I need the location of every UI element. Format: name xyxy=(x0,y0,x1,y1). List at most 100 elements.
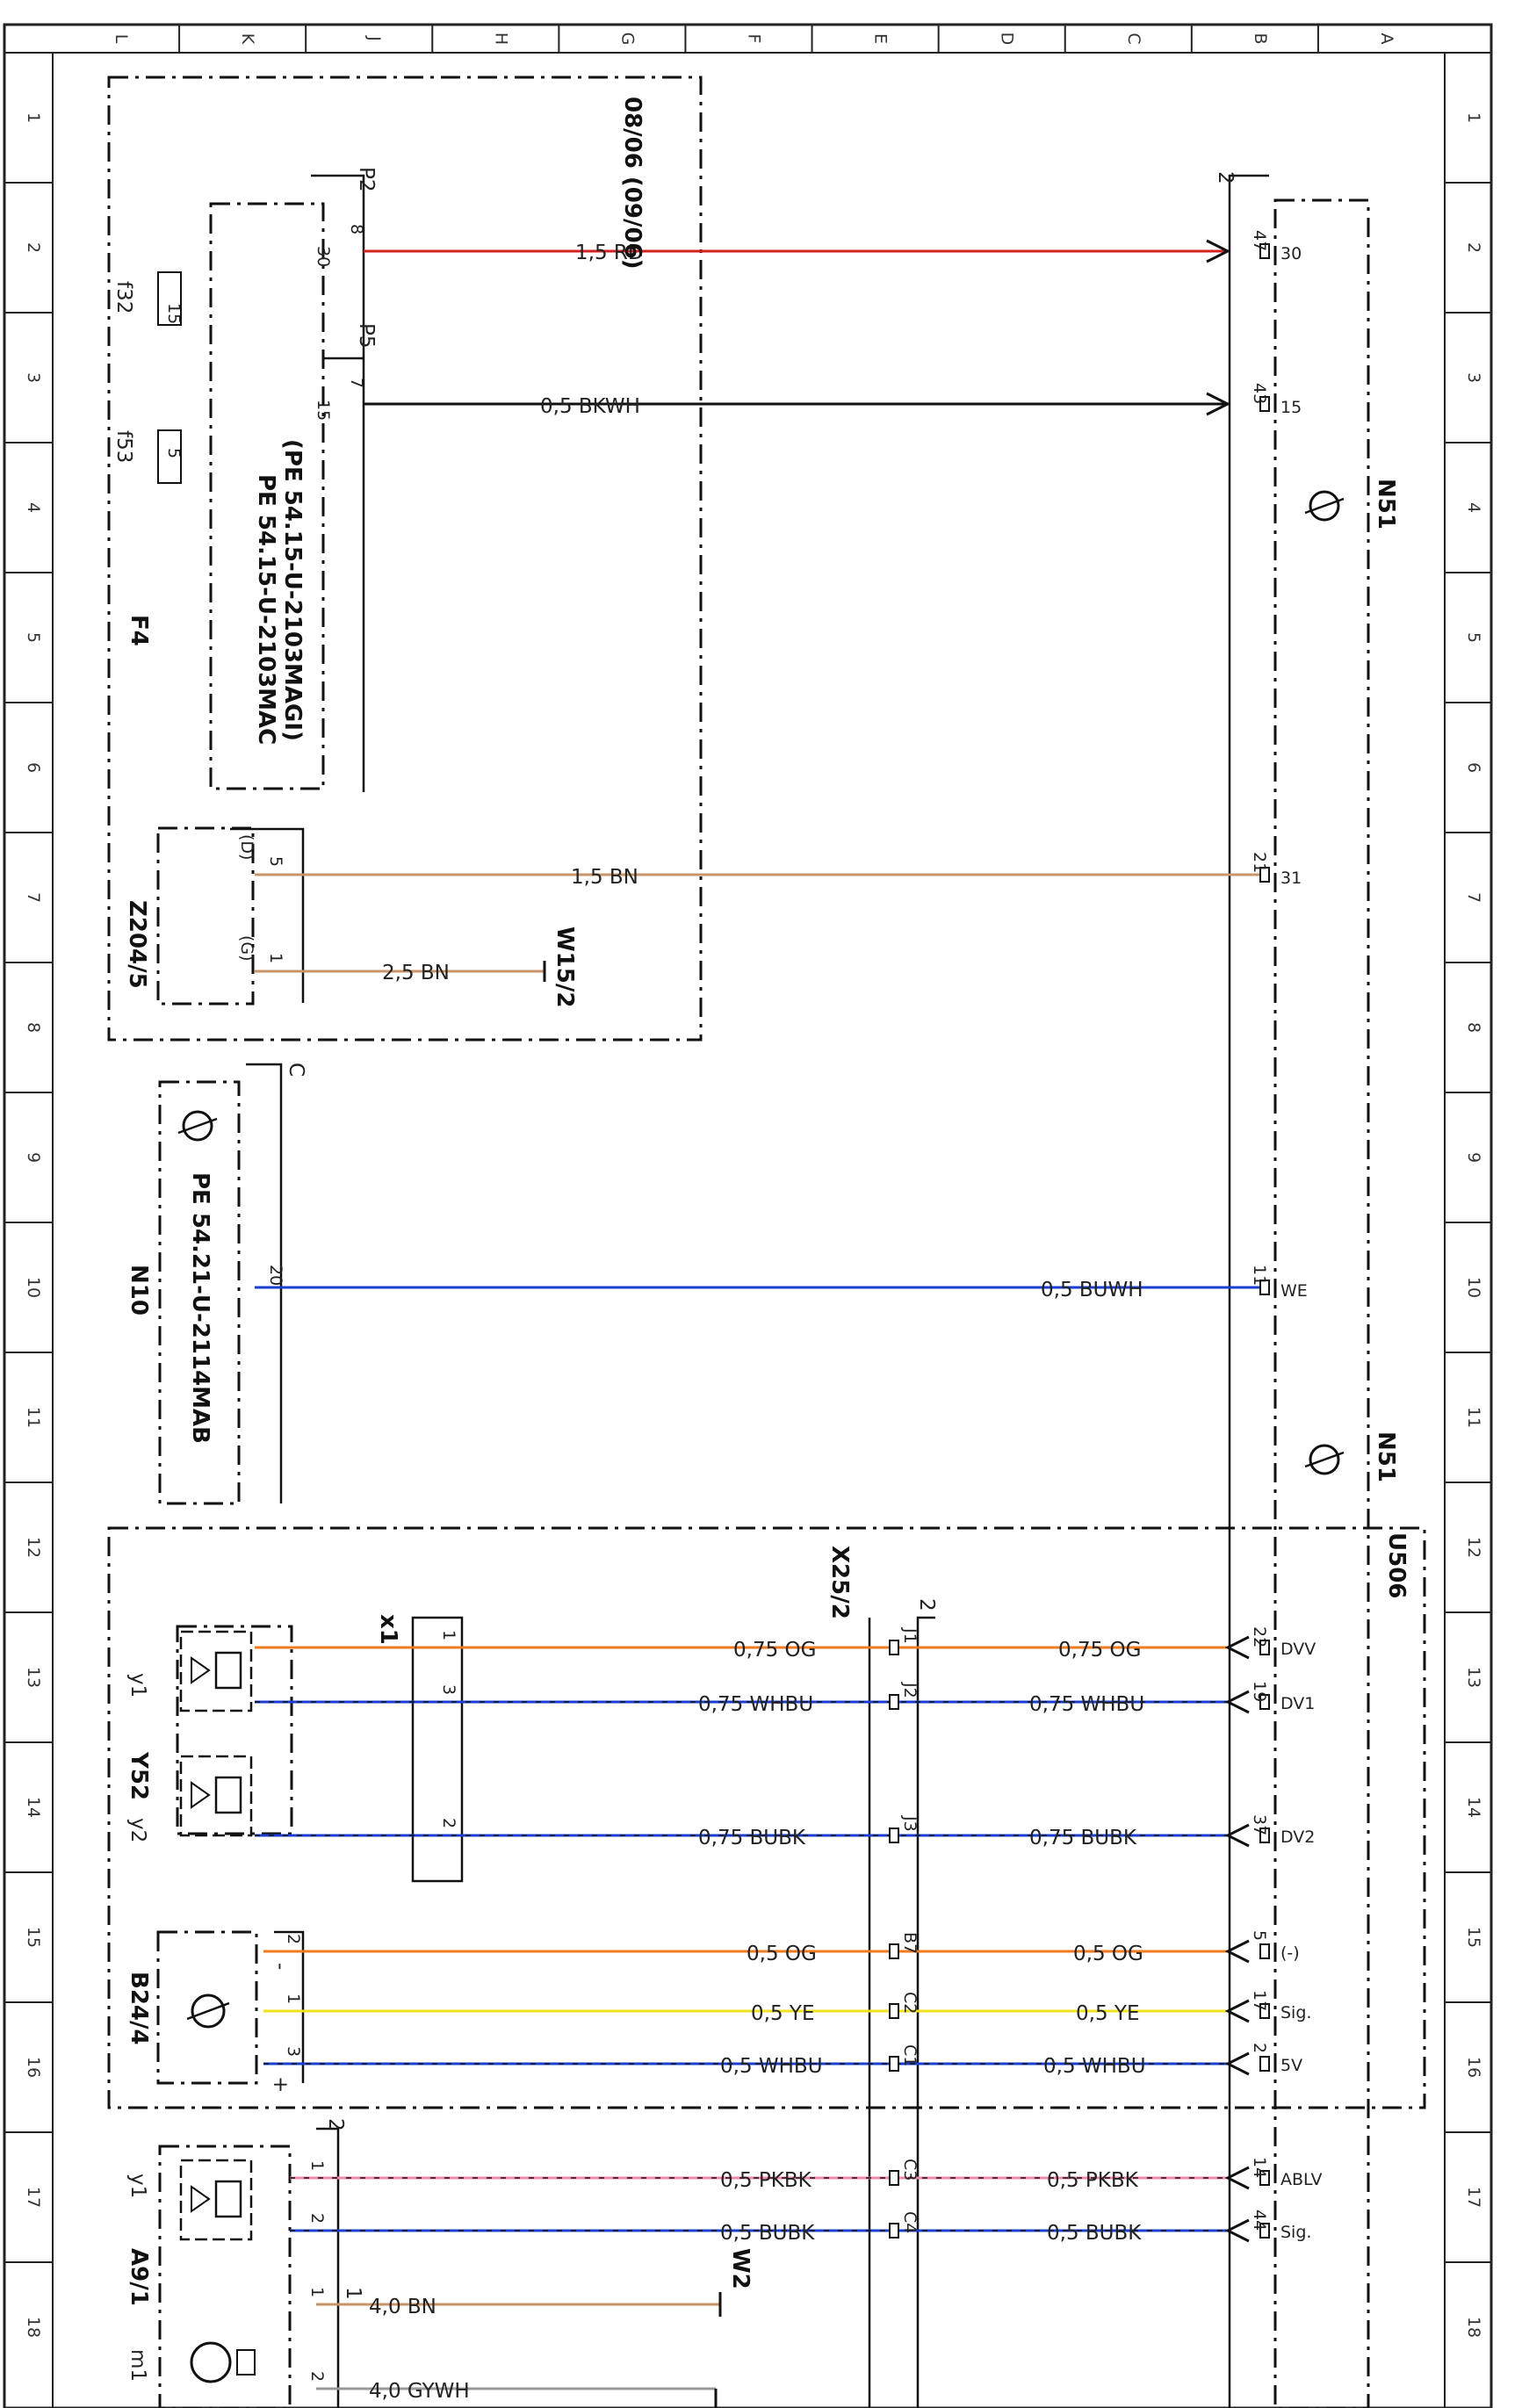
wire-ablv-arrow xyxy=(1224,2166,1250,2190)
n51-connector xyxy=(1228,174,1269,2408)
wire-dv1-term: DV1 xyxy=(1280,1694,1315,1713)
row-number-right-8: 8 xyxy=(1464,1022,1483,1033)
row-number-left-4: 4 xyxy=(24,502,43,513)
wire-sig-term: Sig. xyxy=(1280,2223,1311,2242)
row-number-right-1: 1 xyxy=(1464,112,1483,123)
pin-box-31 xyxy=(1259,867,1270,883)
pin-n10-20: 20 xyxy=(266,1265,285,1286)
row-number-right-12: 12 xyxy=(1464,1537,1483,1558)
wire-dv1-pin-mid: J2 xyxy=(900,1682,920,1698)
fuse-f32-body xyxy=(157,271,182,326)
wire-sig-pin-box xyxy=(1259,2003,1270,2019)
term-31: 31 xyxy=(1280,869,1302,888)
conn-n51: 2 xyxy=(1214,171,1237,184)
ref-f4-1: PE 54.15-U-2103MAC xyxy=(253,474,279,745)
wire--arrow xyxy=(1224,1939,1250,1964)
wire-label-1-5-rd: 1,5 RD xyxy=(575,242,644,264)
wire-dvv-mid-box xyxy=(889,1640,899,1655)
name-n10: N10 xyxy=(126,1265,152,1316)
wire-5v-term: 5V xyxy=(1280,2056,1302,2075)
wire-5v-pin-left: 3 xyxy=(284,2046,303,2057)
wire-sig-mid-box xyxy=(889,2003,899,2019)
b24-4-boundary xyxy=(156,1930,258,2085)
z204-pin-d: (D) xyxy=(237,834,256,860)
wire-dvv-label-right: 0,75 OG xyxy=(1058,1639,1141,1662)
name-y52: Y52 xyxy=(126,1751,152,1800)
name-b24-4: B24/4 xyxy=(126,1972,152,2045)
wire-dv2-arrow xyxy=(1224,1823,1250,1848)
wire-dv2-pin-left: 2 xyxy=(439,1818,458,1828)
wire-5v-arrow xyxy=(1224,2051,1250,2076)
pin-30: 30 xyxy=(314,246,333,267)
pin-p2-8: 8 xyxy=(347,224,366,234)
column-letter-j: J xyxy=(364,35,384,41)
b24-sym-plus: + xyxy=(269,2076,292,2093)
wire-layer xyxy=(255,239,1270,2408)
wire-sig-pin-mid: C2 xyxy=(900,1992,920,2014)
row-number-left-5: 5 xyxy=(24,632,43,643)
wire--pin-box xyxy=(1259,1943,1270,1959)
sensor-icon-b24-4 xyxy=(191,1993,226,2029)
wire-dvv-arrow xyxy=(1224,1635,1250,1660)
wire-sig-mid-box xyxy=(889,2223,899,2239)
name-u506: U506 xyxy=(1383,1532,1410,1598)
wire-sig-pin-right: 44 xyxy=(1250,2210,1269,2231)
name-x25-2: X25/2 xyxy=(826,1546,853,1619)
wire-label-0-5-buwh: 0,5 BUWH xyxy=(1041,1279,1143,1301)
wire-sig-pin-box xyxy=(1259,2223,1270,2239)
n51-boundary xyxy=(1273,198,1370,2408)
z204-pin-g: (G) xyxy=(237,935,256,962)
wire-dv1-mid-box xyxy=(889,1694,899,1710)
conn-x25-2: 2 xyxy=(915,1598,938,1611)
pin-n51-47: 47 xyxy=(1250,230,1269,251)
wire-sig-pin-left: 1 xyxy=(284,1993,303,2004)
wire--term: (-) xyxy=(1280,1943,1300,1963)
wire-dv1-pin-box xyxy=(1259,1694,1270,1710)
fuse-f53-body xyxy=(157,429,182,484)
wire-5v-mid-box xyxy=(889,2056,899,2072)
a9-1-m1: m1 xyxy=(126,2349,149,2382)
valve-icon-a9-1-y1-coil xyxy=(214,2180,242,2218)
sheet-frame xyxy=(3,23,1493,2408)
a9-1-connector xyxy=(316,2127,340,2408)
wire--mid-box xyxy=(889,1943,899,1959)
wire-sig-pin-right: 17 xyxy=(1250,1990,1269,2011)
wire-ablv-pin-left: 1 xyxy=(307,2160,327,2171)
component-boundaries xyxy=(107,76,1426,2408)
column-letter-c: C xyxy=(1124,32,1143,44)
ref-n10: PE 54.21-U-2114MAB xyxy=(187,1172,213,1444)
wire-dvv-pin-mid: J1 xyxy=(900,1627,920,1644)
wire-ablv-mid-box xyxy=(889,2170,899,2186)
wire--pin-mid: B7 xyxy=(900,1932,920,1954)
row-number-right-11: 11 xyxy=(1464,1407,1483,1428)
wire-5v-pin-mid: C1 xyxy=(900,2044,920,2066)
name-n51-top: N51 xyxy=(1373,479,1399,530)
term-30: 30 xyxy=(1280,244,1302,263)
row-number-left-15: 15 xyxy=(24,1927,43,1948)
row-number-left-8: 8 xyxy=(24,1022,43,1033)
pin-p5-7: 7 xyxy=(347,378,366,388)
column-letter-g: G xyxy=(617,32,637,46)
a9-1-conn-1: 1 xyxy=(342,2287,364,2300)
wire-label-4-0-gywh: 4,0 GYWH xyxy=(369,2380,470,2403)
y52-y1: y1 xyxy=(126,1673,149,1698)
row-number-left-13: 13 xyxy=(24,1667,43,1688)
row-number-right-15: 15 xyxy=(1464,1927,1483,1948)
row-number-right-4: 4 xyxy=(1464,502,1483,513)
wire-dv2-term: DV2 xyxy=(1280,1828,1315,1847)
sensor-icon-n51-top-line xyxy=(1304,497,1345,515)
wire-dv1-label-left: 0,75 WHBU xyxy=(698,1693,813,1716)
pin-box-15 xyxy=(1259,396,1270,412)
conn-p2: P2 xyxy=(355,167,378,192)
wire-dv1-label-right: 0,75 WHBU xyxy=(1029,1693,1144,1716)
name-w2: W2 xyxy=(727,2248,754,2289)
pin-box-30 xyxy=(1259,243,1270,259)
term-15: 15 xyxy=(1280,398,1302,417)
sensor-icon-n10-line xyxy=(177,1117,218,1135)
row-number-right-7: 7 xyxy=(1464,892,1483,903)
name-a9-1: A9/1 xyxy=(126,2248,152,2306)
y52-y2: y2 xyxy=(126,1818,149,1842)
pin-n51-11: 11 xyxy=(1250,1265,1269,1286)
